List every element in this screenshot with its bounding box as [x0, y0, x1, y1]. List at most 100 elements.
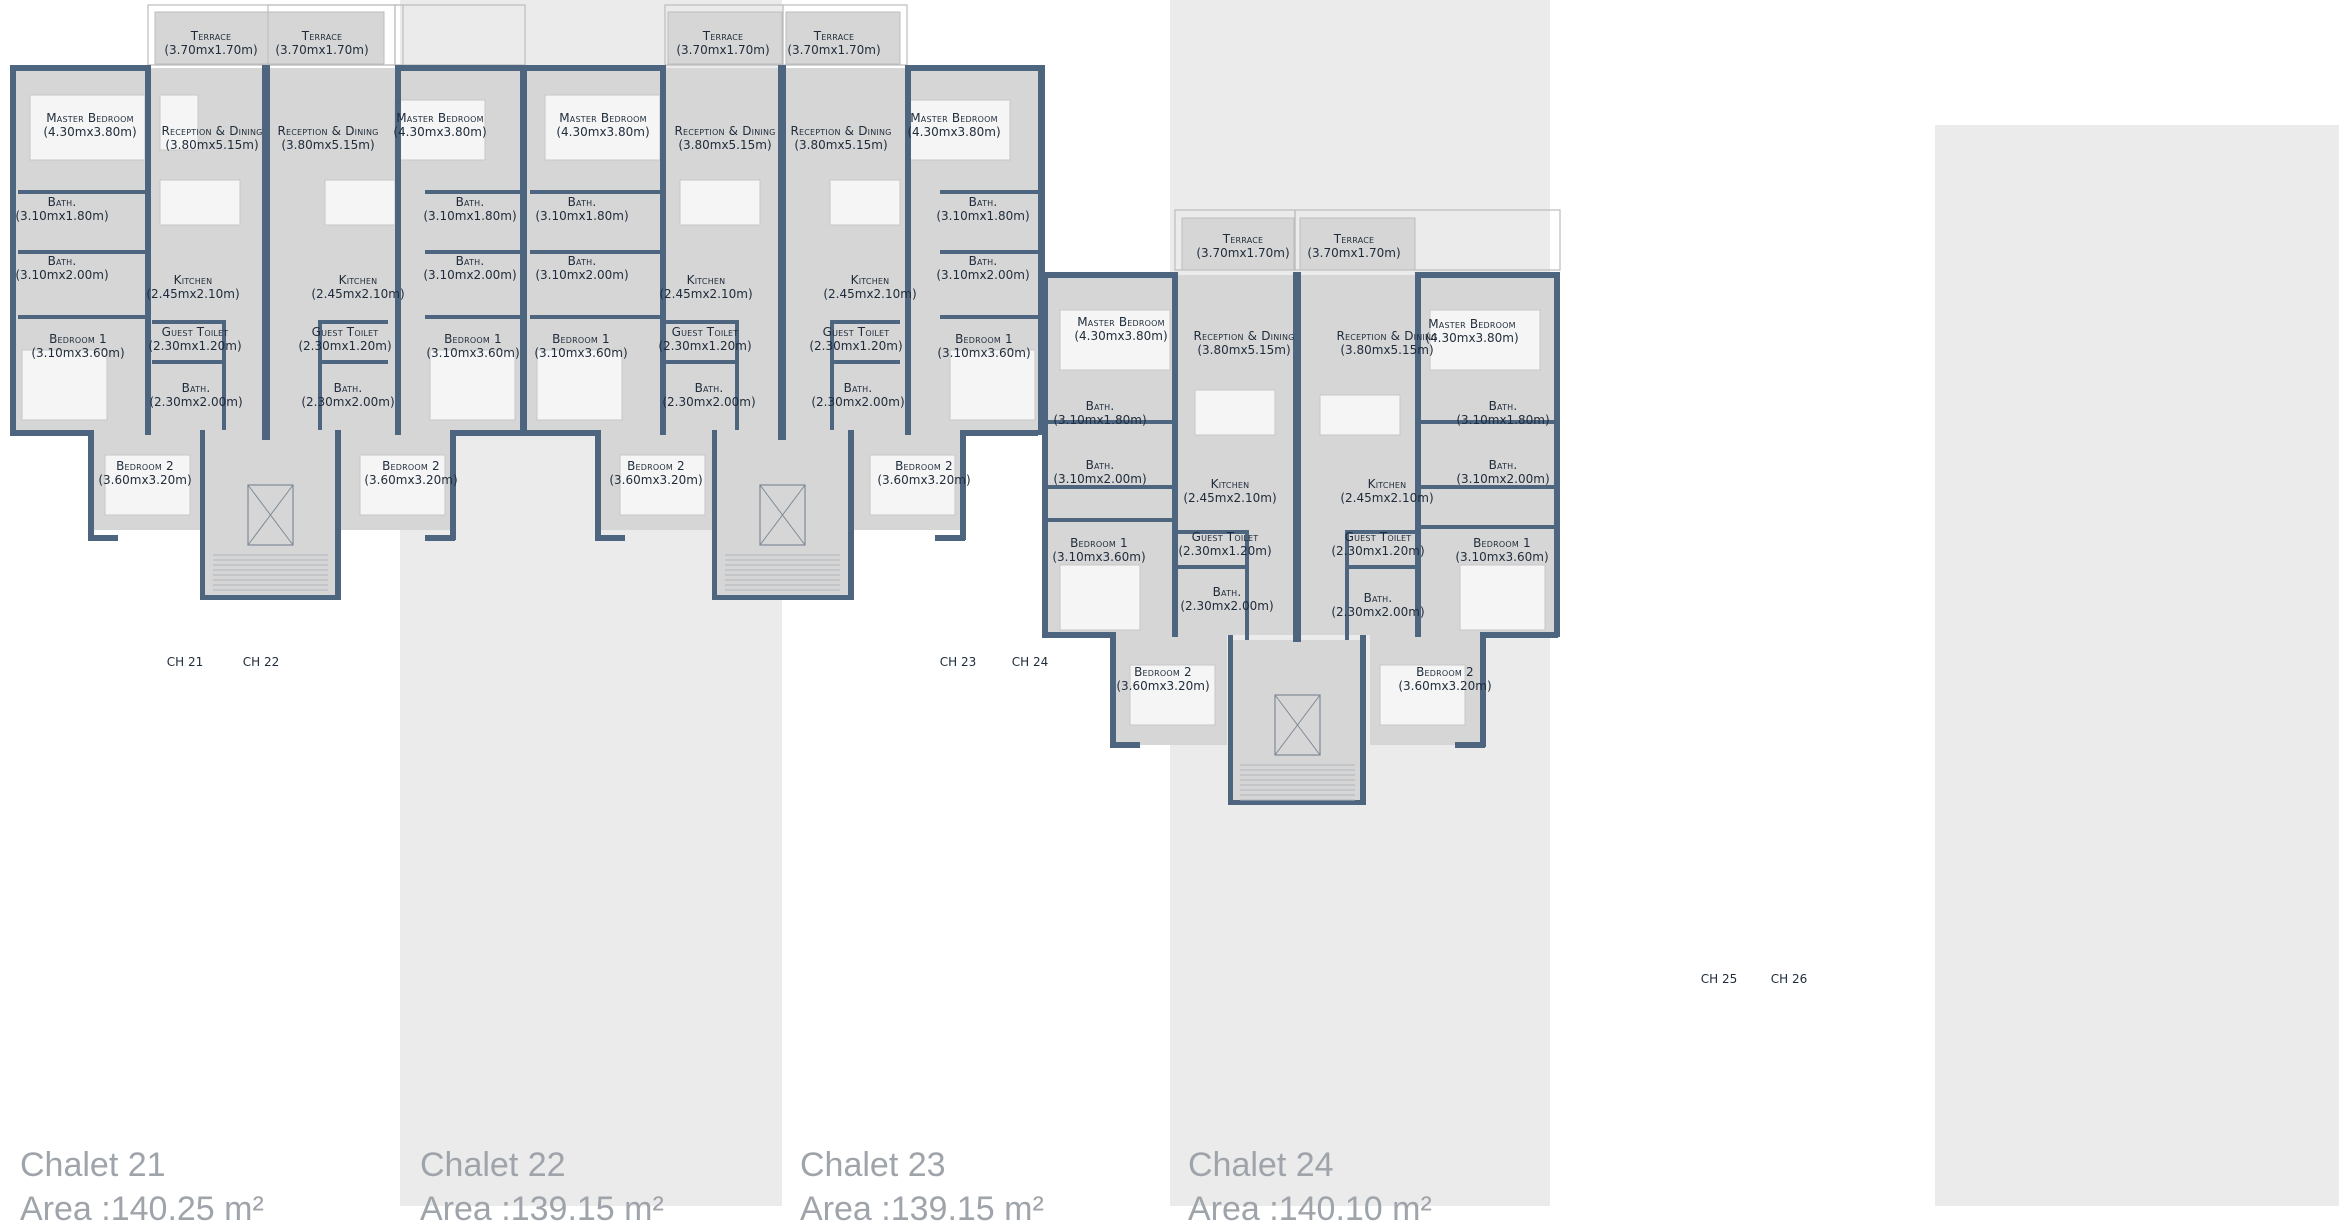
terraces [147, 4, 1561, 271]
room-label: Bedroom 2(3.60mx3.20m) [98, 459, 191, 487]
wall [425, 535, 455, 541]
terrace-floor [785, 11, 901, 65]
room-label: Kitchen(2.45mx2.10m) [146, 273, 239, 301]
room-label: Bedroom 1(3.10mx3.60m) [534, 332, 627, 360]
room-name: Reception & Dining [1193, 329, 1294, 343]
wall [145, 65, 151, 435]
room-label: Bedroom 1(3.10mx3.60m) [1052, 536, 1145, 564]
room-dimensions: (2.45mx2.10m) [1183, 491, 1276, 505]
room-dimensions: (2.45mx2.10m) [1340, 491, 1433, 505]
wall [262, 65, 270, 440]
room-name: Bedroom 1 [955, 332, 1013, 346]
room-dimensions: (3.10mx3.60m) [937, 346, 1030, 360]
room-dimensions: (3.10mx2.00m) [15, 268, 108, 282]
room-label: Kitchen(2.45mx2.10m) [311, 273, 404, 301]
room-dimensions: (3.70mx1.70m) [164, 43, 257, 57]
wall [595, 535, 625, 541]
wall [1360, 635, 1366, 805]
entrance-label: CH 26 [1771, 972, 1808, 986]
room-label: Bath.(2.30mx2.00m) [811, 381, 904, 409]
room-name: Bedroom 2 [382, 459, 440, 473]
room-name: Bath. [456, 254, 485, 268]
room-label: Kitchen(2.45mx2.10m) [659, 273, 752, 301]
wall [1042, 632, 1112, 638]
room-label: Terrace(3.70mx1.70m) [1196, 232, 1289, 260]
room-dimensions: (2.30mx2.00m) [662, 395, 755, 409]
wall [425, 190, 520, 194]
wall [395, 65, 401, 435]
wall [318, 360, 388, 364]
wall [318, 320, 388, 324]
room-label: Reception & Dining(3.80mx5.15m) [790, 124, 891, 152]
room-dimensions: (3.60mx3.20m) [364, 473, 457, 487]
room-dimensions: (3.60mx3.20m) [98, 473, 191, 487]
room-dimensions: (2.30mx1.20m) [148, 339, 241, 353]
room-label: Bath.(2.30mx2.00m) [662, 381, 755, 409]
room-dimensions: (4.30mx3.80m) [393, 125, 486, 139]
wall [1345, 565, 1415, 569]
furniture-piece [159, 94, 199, 151]
room-label: Master Bedroom(4.30mx3.80m) [1425, 317, 1518, 345]
room-label: Bedroom 2(3.60mx3.20m) [609, 459, 702, 487]
furniture-piece [359, 454, 446, 516]
wall [1048, 518, 1173, 522]
wall [10, 430, 90, 436]
room-label: Terrace(3.70mx1.70m) [275, 29, 368, 57]
furniture-piece [1129, 664, 1216, 726]
room-name: Terrace [1333, 232, 1375, 246]
wall [905, 65, 911, 435]
room-label: Master Bedroom(4.30mx3.80m) [43, 111, 136, 139]
wall [905, 65, 1040, 71]
wall [712, 595, 852, 600]
room-dimensions: (3.70mx1.70m) [787, 43, 880, 57]
room-dimensions: (3.80mx5.15m) [1197, 343, 1290, 357]
wall [1455, 742, 1485, 748]
furniture-piece [909, 99, 1011, 161]
room-dimensions: (3.10mx3.60m) [31, 346, 124, 360]
entrance-label: CH 25 [1701, 972, 1738, 986]
wall [88, 430, 94, 540]
wall [200, 595, 340, 600]
room-floor [203, 430, 340, 600]
room-label: Bath.(3.10mx2.00m) [1053, 458, 1146, 486]
room-label: Terrace(3.70mx1.70m) [164, 29, 257, 57]
wall [1042, 272, 1177, 278]
walls [10, 65, 1560, 805]
wall [1048, 485, 1173, 489]
wall [152, 320, 222, 324]
wall [200, 430, 205, 600]
wall [1042, 272, 1048, 637]
entrance-label: CH 22 [243, 655, 280, 669]
wall [1178, 565, 1248, 569]
room-label: Terrace(3.70mx1.70m) [676, 29, 769, 57]
entrance-label: CH 21 [167, 655, 204, 669]
wall [525, 430, 595, 436]
room-name: Bedroom 1 [49, 332, 107, 346]
room-dimensions: (4.30mx3.80m) [1074, 329, 1167, 343]
room-dimensions: (3.60mx3.20m) [1398, 679, 1491, 693]
wall [1345, 530, 1349, 640]
room-dimensions: (3.60mx3.20m) [1116, 679, 1209, 693]
wall [778, 65, 786, 440]
wall [152, 360, 222, 364]
room-label: Bath.(2.30mx2.00m) [301, 381, 394, 409]
wall [530, 250, 660, 254]
room-dimensions: (3.10mx1.80m) [535, 209, 628, 223]
room-dimensions: (3.10mx1.80m) [1456, 413, 1549, 427]
room-name: Bath. [969, 254, 998, 268]
room-dimensions: (2.45mx2.10m) [659, 287, 752, 301]
wall [1110, 632, 1116, 747]
room-dimensions: (2.30mx2.00m) [1180, 599, 1273, 613]
room-label: Bath.(3.10mx2.00m) [535, 254, 628, 282]
room-dimensions: (2.30mx2.00m) [301, 395, 394, 409]
wall [830, 320, 834, 430]
room-dimensions: (2.30mx1.20m) [809, 339, 902, 353]
terrace-floor [267, 11, 385, 65]
room-name: Terrace [190, 29, 232, 43]
room-label: Guest Toilet(2.30mx1.20m) [148, 325, 241, 353]
room-name: Bath. [695, 381, 724, 395]
room-dimensions: (2.30mx2.00m) [811, 395, 904, 409]
chalet-22-name: Chalet 22 [420, 1146, 566, 1184]
room-name: Guest Toilet [672, 325, 739, 339]
